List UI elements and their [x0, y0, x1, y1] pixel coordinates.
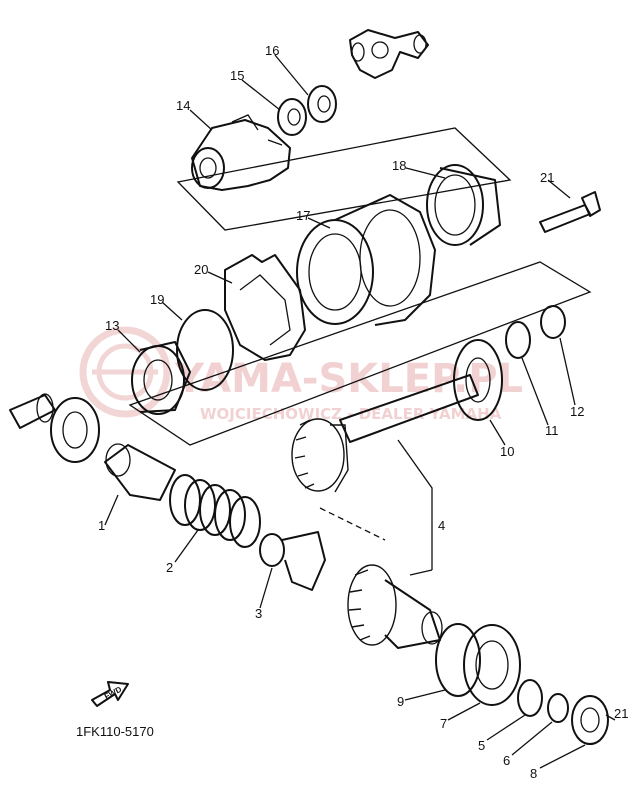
- part-9-seal: [435, 623, 481, 697]
- part-1-collar: [104, 443, 176, 501]
- part-7-bearing: [463, 624, 521, 706]
- callout-6: 6: [503, 753, 510, 768]
- part-15-washer: [277, 98, 307, 136]
- callout-18: 18: [392, 158, 406, 173]
- part-18-housing: [426, 164, 501, 246]
- part-3-coupler: [259, 531, 326, 591]
- callout-11: 11: [545, 423, 559, 438]
- part-16-nut: [307, 85, 337, 123]
- callout-7: 7: [440, 716, 447, 731]
- callout-9: 9: [397, 694, 404, 709]
- leader-lines: [104, 54, 616, 769]
- callout-19: 19: [150, 292, 164, 307]
- diagram-code: 1FK110-5170: [76, 724, 154, 739]
- group-frame-upper: [176, 127, 512, 231]
- part-4-pinion-shaft: [291, 374, 479, 493]
- callout-3: 3: [255, 606, 262, 621]
- callout-labels: 1 2 3 4 5 6 7 8 9 10 11 12 13 14 15 16 1…: [98, 43, 628, 781]
- part-21-bolt: [539, 191, 601, 233]
- part-shaft-stub-left: [9, 393, 56, 429]
- part-12-nut: [540, 305, 566, 339]
- part-13-bearing: [131, 341, 191, 415]
- callout-12: 12: [570, 404, 584, 419]
- callout-5: 5: [478, 738, 485, 753]
- watermark: YAMA-SKLEP.PL WOJCIECHOWICZ - DEALER YAM…: [79, 326, 523, 423]
- part-5-washer: [517, 679, 543, 717]
- callout-13: 13: [105, 318, 119, 333]
- part-2-spring: [169, 474, 261, 548]
- watermark-subtext: WOJCIECHOWICZ - DEALER YAMAHA: [200, 405, 502, 423]
- part-19-oring: [176, 309, 234, 391]
- callout-16: 16: [265, 43, 279, 58]
- part-17-housing: [296, 194, 436, 326]
- callout-2: 2: [166, 560, 173, 575]
- group-frame-shaft: [319, 439, 433, 570]
- callout-20: 20: [194, 262, 208, 277]
- fwd-label: FWD: [103, 685, 124, 702]
- watermark-logo: [79, 326, 171, 418]
- callout-15: 15: [230, 68, 244, 83]
- callout-17: 17: [296, 208, 310, 223]
- part-20-shim: [224, 254, 306, 361]
- callout-21-upper: 21: [540, 170, 554, 185]
- callout-10: 10: [500, 444, 514, 459]
- part-4-ring-gear: [347, 564, 443, 649]
- group-frame-middle: [128, 261, 592, 446]
- part-11-race: [505, 321, 531, 359]
- part-14-yoke: [191, 114, 291, 191]
- callout-4: 4: [438, 518, 445, 533]
- fwd-arrow-icon: FWD: [91, 681, 129, 707]
- part-universal-joint-spider: [349, 29, 429, 79]
- callout-21-lower: 21: [614, 706, 628, 721]
- part-6-lockwasher: [547, 693, 569, 723]
- callout-1: 1: [98, 518, 105, 533]
- part-oil-seal-left: [50, 397, 100, 463]
- part-8-nut: [571, 695, 609, 745]
- callout-14: 14: [176, 98, 190, 113]
- callout-8: 8: [530, 766, 537, 781]
